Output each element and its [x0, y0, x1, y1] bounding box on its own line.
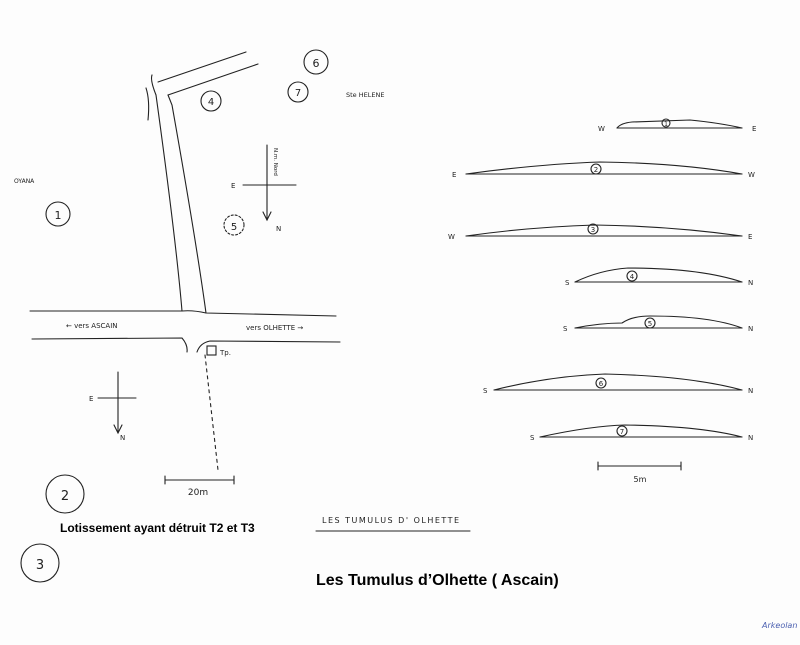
profile-5-right: N — [748, 325, 753, 333]
profile-1 — [616, 119, 743, 129]
tumulus-2-circle — [45, 474, 85, 514]
profile-1-circle — [661, 118, 671, 128]
tumulus-6-label: 6 — [313, 57, 320, 70]
profile-7-left: S — [530, 434, 535, 442]
profile-1-left: W — [598, 125, 605, 133]
road-ascain-olhette-north-edge — [29, 310, 337, 317]
profile-1-right: E — [752, 125, 756, 133]
compass-upper — [242, 144, 297, 222]
tp-label: Tp. — [219, 349, 231, 357]
profile-3 — [465, 224, 743, 237]
profile-6-num: 6 — [599, 380, 604, 388]
dotted-track — [204, 354, 219, 471]
profile-5-left: S — [563, 325, 568, 333]
page-title: Les Tumulus d’Olhette ( Ascain) — [316, 572, 559, 589]
profile-5 — [574, 315, 743, 329]
compass-upper-note: N.m. Nord — [272, 148, 278, 176]
tumulus-4-circle — [200, 90, 222, 112]
road-south-branch-edge — [196, 340, 341, 353]
tumulus-7-circle — [287, 81, 309, 103]
profile-7-circle — [616, 425, 628, 437]
tumulus-5-label: 5 — [231, 222, 237, 233]
place-ste-helene: Ste HELENE — [346, 91, 384, 99]
tumulus-1-circle — [45, 201, 71, 227]
tumulus-7-label: 7 — [295, 88, 301, 99]
profile-2-right: W — [748, 171, 755, 179]
road-label-olhette: vers OLHETTE → — [246, 324, 303, 332]
tumulus-markers — [20, 49, 329, 583]
profile-7-num: 7 — [620, 428, 624, 436]
road-north-east-edge — [167, 94, 207, 314]
compass-upper-east: E — [231, 182, 235, 190]
road-north-west-edge — [150, 74, 183, 312]
road-label-ascain: ← vers ASCAIN — [66, 322, 118, 330]
road-northeast-upper-edge — [157, 51, 247, 83]
note-text: Lotissement ayant détruit T2 et T3 — [60, 521, 255, 535]
compass-lower-east: E — [89, 395, 93, 403]
roads — [29, 51, 341, 471]
compass-lower — [97, 371, 137, 435]
profile-2-left: E — [452, 171, 456, 179]
profile-4-circle — [626, 270, 638, 282]
profile-6-left: S — [483, 387, 488, 395]
compass-upper-north: N — [276, 225, 281, 233]
profile-7-right: N — [748, 434, 753, 442]
handwritten-title: LES TUMULUS D' OLHETTE — [322, 516, 461, 525]
profile-1-num: 1 — [664, 121, 668, 128]
tumulus-2-label: 2 — [61, 489, 69, 504]
place-oyana: OYANA — [14, 178, 35, 185]
tumulus-1-label: 1 — [55, 209, 62, 222]
tp-marker — [206, 345, 217, 356]
profile-7 — [539, 424, 743, 438]
profile-3-num: 3 — [591, 226, 595, 234]
profile-6-circle — [595, 377, 607, 389]
road-north-west-spur — [145, 87, 150, 121]
profile-3-left: W — [448, 233, 455, 241]
map-scale-bar — [164, 475, 235, 485]
road-ascain-olhette-south-edge — [31, 337, 188, 353]
tumulus-4-label: 4 — [208, 97, 214, 108]
profile-4 — [574, 267, 743, 283]
tumulus-3-label: 3 — [36, 558, 44, 573]
profile-4-right: N — [748, 279, 753, 287]
road-northeast-lower-edge — [167, 63, 259, 96]
tumulus-3-circle — [20, 543, 60, 583]
profile-scale-label: 5m — [634, 475, 647, 484]
profile-5-circle — [644, 317, 656, 329]
profile-4-left: S — [565, 279, 570, 287]
profile-3-right: E — [748, 233, 752, 241]
profile-2-num: 2 — [594, 166, 598, 174]
profile-4-num: 4 — [630, 273, 635, 281]
tumulus-6-circle — [303, 49, 329, 75]
profile-2-circle — [590, 163, 602, 175]
profile-3-circle — [587, 223, 599, 235]
compass-lower-north: N — [120, 434, 125, 442]
tumulus-5-circle — [223, 214, 245, 236]
signature: Arkeolan — [761, 621, 797, 630]
profile-scale-bar — [597, 461, 682, 471]
map-scale-label: 20m — [188, 488, 208, 498]
profile-5-num: 5 — [648, 320, 652, 328]
profile-6 — [493, 373, 743, 391]
profile-6-right: N — [748, 387, 753, 395]
profile-2 — [465, 161, 743, 175]
